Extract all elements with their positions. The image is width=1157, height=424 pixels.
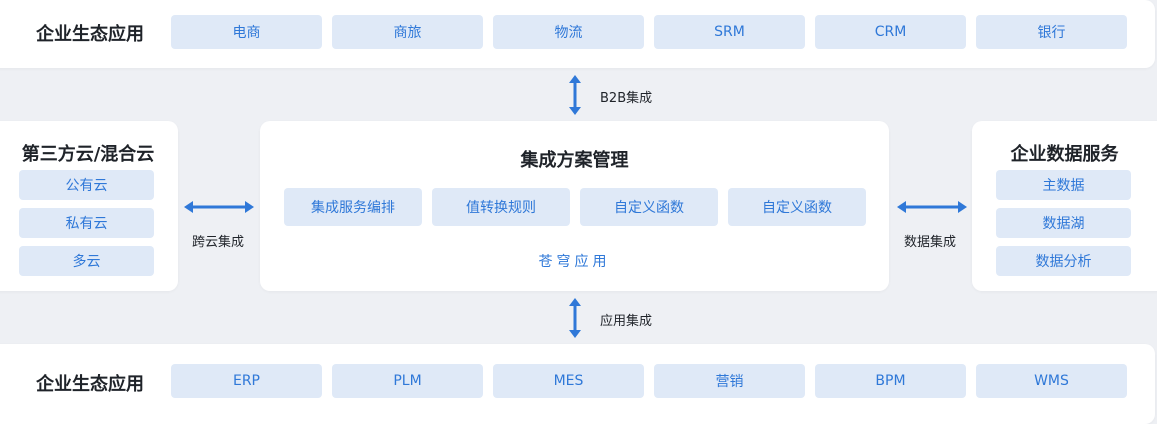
bottom-item-bpm[interactable]: BPM [815,364,966,398]
cross-cloud-arrow-icon [184,201,254,213]
app-integration-arrow-icon [569,298,581,338]
left-item-private-cloud[interactable]: 私有云 [19,208,154,238]
b2b-label: B2B集成 [600,91,653,106]
left-item-multi-cloud[interactable]: 多云 [19,246,154,276]
left-item-public-cloud[interactable]: 公有云 [19,170,154,200]
bottom-item-marketing[interactable]: 营销 [654,364,805,398]
data-integration-label: 数据集成 [904,235,957,250]
center-item-custom-function-1[interactable]: 自定义函数 [580,188,718,226]
top-item-travel[interactable]: 商旅 [332,15,483,49]
bottom-item-plm[interactable]: PLM [332,364,483,398]
top-item-crm[interactable]: CRM [815,15,966,49]
right-item-data-analysis[interactable]: 数据分析 [996,246,1131,276]
bottom-ecosystem-title: 企业生态应用 [36,374,144,395]
center-integration-title: 集成方案管理 [520,150,629,171]
center-item-custom-function-2[interactable]: 自定义函数 [728,188,866,226]
bottom-item-mes[interactable]: MES [493,364,644,398]
app-integration-label: 应用集成 [600,314,653,329]
right-item-master-data[interactable]: 主数据 [996,170,1131,200]
bottom-item-erp[interactable]: ERP [171,364,322,398]
top-item-logistics[interactable]: 物流 [493,15,644,49]
center-item-value-rules[interactable]: 值转换规则 [432,188,570,226]
top-item-srm[interactable]: SRM [654,15,805,49]
center-item-orchestration[interactable]: 集成服务编排 [284,188,422,226]
right-item-data-lake[interactable]: 数据湖 [996,208,1131,238]
top-item-ecommerce[interactable]: 电商 [171,15,322,49]
cross-cloud-label: 跨云集成 [192,235,245,250]
top-item-bank[interactable]: 银行 [976,15,1127,49]
left-cloud-title: 第三方云/混合云 [21,144,155,165]
top-ecosystem-title: 企业生态应用 [36,24,144,45]
data-integration-arrow-icon [897,201,967,213]
right-data-title: 企业数据服务 [1010,144,1119,165]
center-footer-label: 苍穹应用 [538,254,611,270]
bottom-item-wms[interactable]: WMS [976,364,1127,398]
b2b-arrow-icon [569,75,581,115]
